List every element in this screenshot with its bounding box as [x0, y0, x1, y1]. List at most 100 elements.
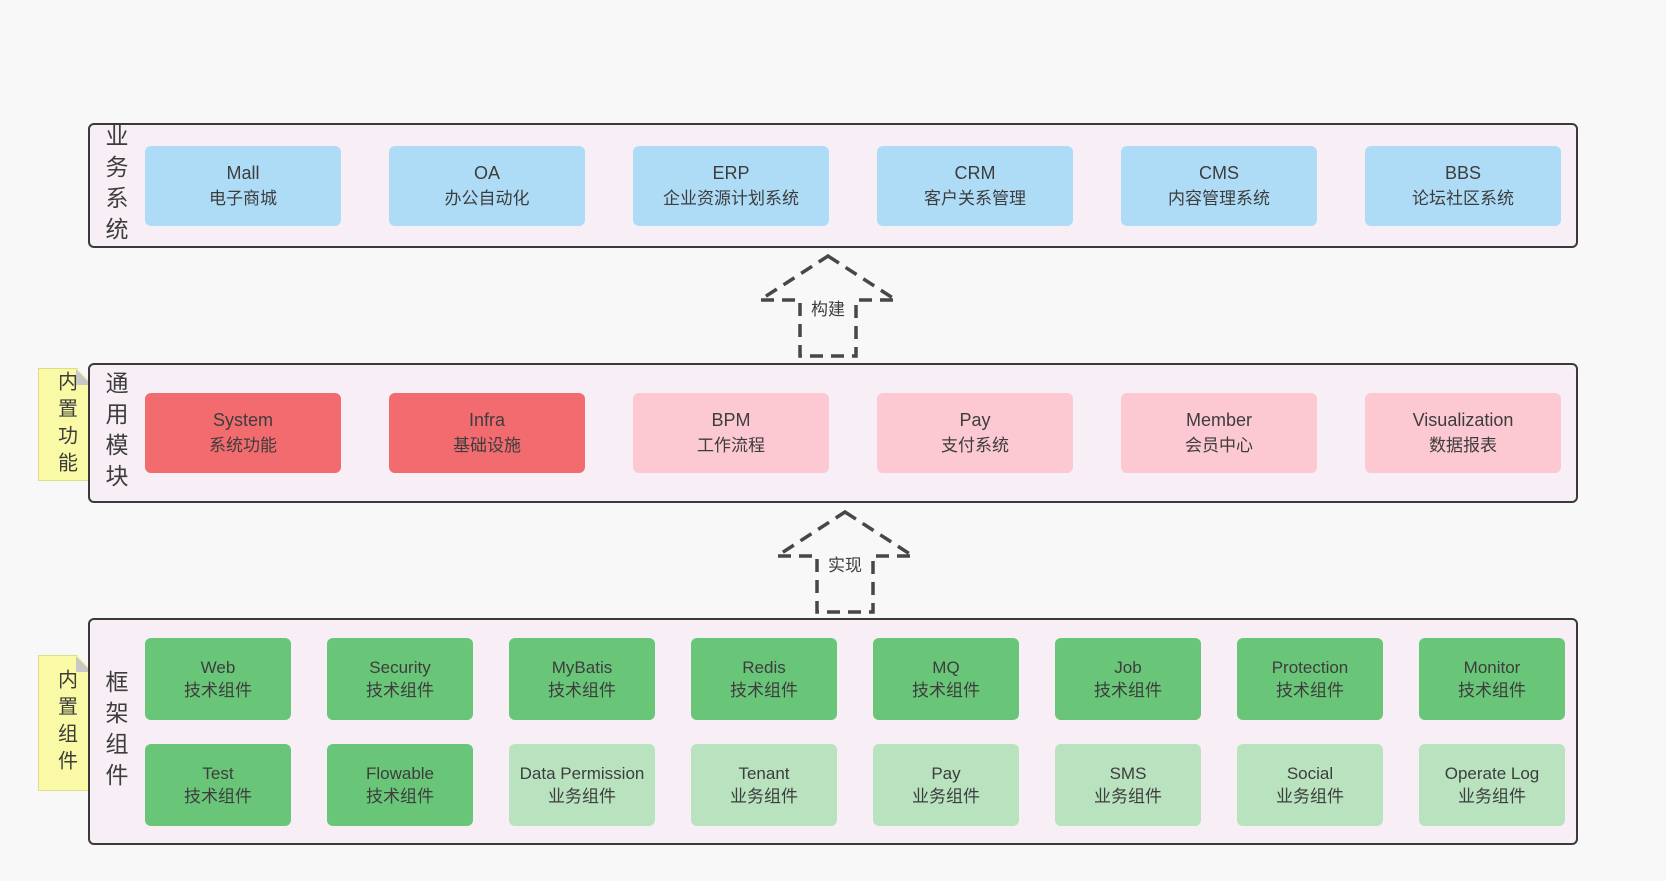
component-subtitle: 业务组件: [1458, 786, 1526, 806]
component-name: Visualization: [1412, 410, 1514, 430]
component-name: Flowable: [365, 763, 435, 783]
component-name: Mall: [226, 162, 260, 183]
component-subtitle: 工作流程: [697, 436, 765, 455]
section-side-label: 框架组件: [102, 669, 128, 794]
sticky-tag-built-in-features: 内置功能: [38, 368, 93, 481]
component-box-member: Member 会员中心: [1121, 393, 1317, 473]
component-subtitle: 技术组件: [548, 680, 616, 700]
component-subtitle: 技术组件: [184, 786, 252, 806]
component-name: Tenant: [738, 763, 790, 783]
arrow-up-icon: [773, 509, 917, 614]
component-box-pay: Pay 支付系统: [877, 393, 1073, 473]
component-subtitle: 业务组件: [548, 786, 616, 806]
component-name: Pay: [959, 410, 991, 430]
component-name: BPM: [711, 410, 751, 430]
component-subtitle: 基础设施: [453, 436, 521, 455]
component-subtitle: 技术组件: [184, 680, 252, 700]
component-subtitle: 业务组件: [912, 786, 980, 806]
component-name: OA: [473, 162, 500, 183]
section-side-label: 通用模块: [102, 371, 128, 495]
box-row: System 系统功能 Infra 基础设施 BPM 工作流程 Pay 支付系统 Member 会…: [145, 393, 1576, 473]
component-box-tenant: Tenant 业务组件: [691, 743, 837, 826]
component-name: Member: [1185, 410, 1252, 430]
box-grid: System 系统功能 Infra 基础设施 BPM 工作流程 Pay 支付系统 Member 会…: [145, 393, 1576, 473]
sticky-tag-built-in-components: 内置组件: [38, 655, 93, 791]
component-subtitle: 技术组件: [1094, 680, 1162, 700]
component-name: Redis: [742, 657, 786, 677]
component-subtitle: 技术组件: [1458, 680, 1526, 700]
component-box-protection: Protection 技术组件: [1237, 637, 1383, 720]
arrow-up-icon: [756, 253, 900, 358]
component-subtitle: 技术组件: [912, 680, 980, 700]
component-name: Data Permission: [519, 763, 645, 783]
implement-arrow: 实现: [773, 508, 917, 616]
component-box-sms: SMS 业务组件: [1055, 743, 1201, 826]
component-box-bbs: BBS 论坛社区系统: [1365, 145, 1561, 226]
component-box-infra: Infra 基础设施: [389, 393, 585, 473]
component-box-data-permission: Data Permission 业务组件: [509, 743, 655, 826]
component-subtitle: 技术组件: [366, 786, 434, 806]
component-box-monitor: Monitor 技术组件: [1419, 637, 1565, 720]
component-name: Job: [1114, 657, 1142, 677]
component-name: Monitor: [1463, 657, 1521, 677]
component-name: Infra: [468, 410, 506, 430]
build-arrow: 构建: [756, 252, 900, 360]
component-subtitle: 业务组件: [730, 786, 798, 806]
section-common-modules: 通用模块 System 系统功能 Infra 基础设施 BPM 工作流程 Pay 支付系统 Me…: [88, 363, 1578, 503]
component-box-mybatis: MyBatis 技术组件: [509, 637, 655, 720]
component-box-visualization: Visualization 数据报表: [1365, 393, 1561, 473]
component-box-job: Job 技术组件: [1055, 637, 1201, 720]
component-name: System: [212, 410, 273, 430]
implement-arrow-label: 实现: [825, 550, 865, 577]
component-name: Operate Log: [1444, 763, 1540, 783]
build-arrow-label: 构建: [808, 294, 848, 321]
component-name: Social: [1286, 763, 1334, 783]
component-box-social: Social 业务组件: [1237, 743, 1383, 826]
component-subtitle: 办公自动化: [444, 188, 530, 208]
component-subtitle: 技术组件: [730, 680, 798, 700]
component-name: Security: [369, 657, 431, 677]
component-box-bpm: BPM 工作流程: [633, 393, 829, 473]
component-box-system: System 系统功能: [145, 393, 341, 473]
sticky-tag-label: 内置组件: [54, 669, 77, 777]
component-box-oa: OA 办公自动化: [389, 145, 585, 226]
component-box-test: Test 技术组件: [145, 743, 291, 826]
component-subtitle: 业务组件: [1094, 786, 1162, 806]
component-subtitle: 内容管理系统: [1168, 188, 1270, 208]
component-box-flowable: Flowable 技术组件: [327, 743, 473, 826]
component-name: BBS: [1444, 162, 1482, 183]
component-name: CMS: [1199, 162, 1239, 183]
component-name: MyBatis: [551, 657, 613, 677]
component-subtitle: 业务组件: [1276, 786, 1344, 806]
component-name: Protection: [1271, 657, 1349, 677]
component-name: CRM: [954, 162, 996, 183]
component-name: Test: [202, 763, 234, 783]
component-subtitle: 数据报表: [1429, 436, 1497, 455]
component-name: SMS: [1109, 763, 1147, 783]
component-box-operate-log: Operate Log 业务组件: [1419, 743, 1565, 826]
component-subtitle: 会员中心: [1185, 436, 1253, 455]
section-side-label: 业务系统: [102, 123, 128, 248]
component-box-cms: CMS 内容管理系统: [1121, 145, 1317, 226]
component-box-pay: Pay 业务组件: [873, 743, 1019, 826]
component-subtitle: 支付系统: [941, 436, 1009, 455]
component-name: Pay: [931, 763, 961, 783]
sticky-tag-label: 内置功能: [54, 370, 77, 479]
component-subtitle: 技术组件: [1276, 680, 1344, 700]
component-box-redis: Redis 技术组件: [691, 637, 837, 720]
component-subtitle: 论坛社区系统: [1412, 188, 1514, 208]
component-subtitle: 系统功能: [209, 436, 277, 455]
